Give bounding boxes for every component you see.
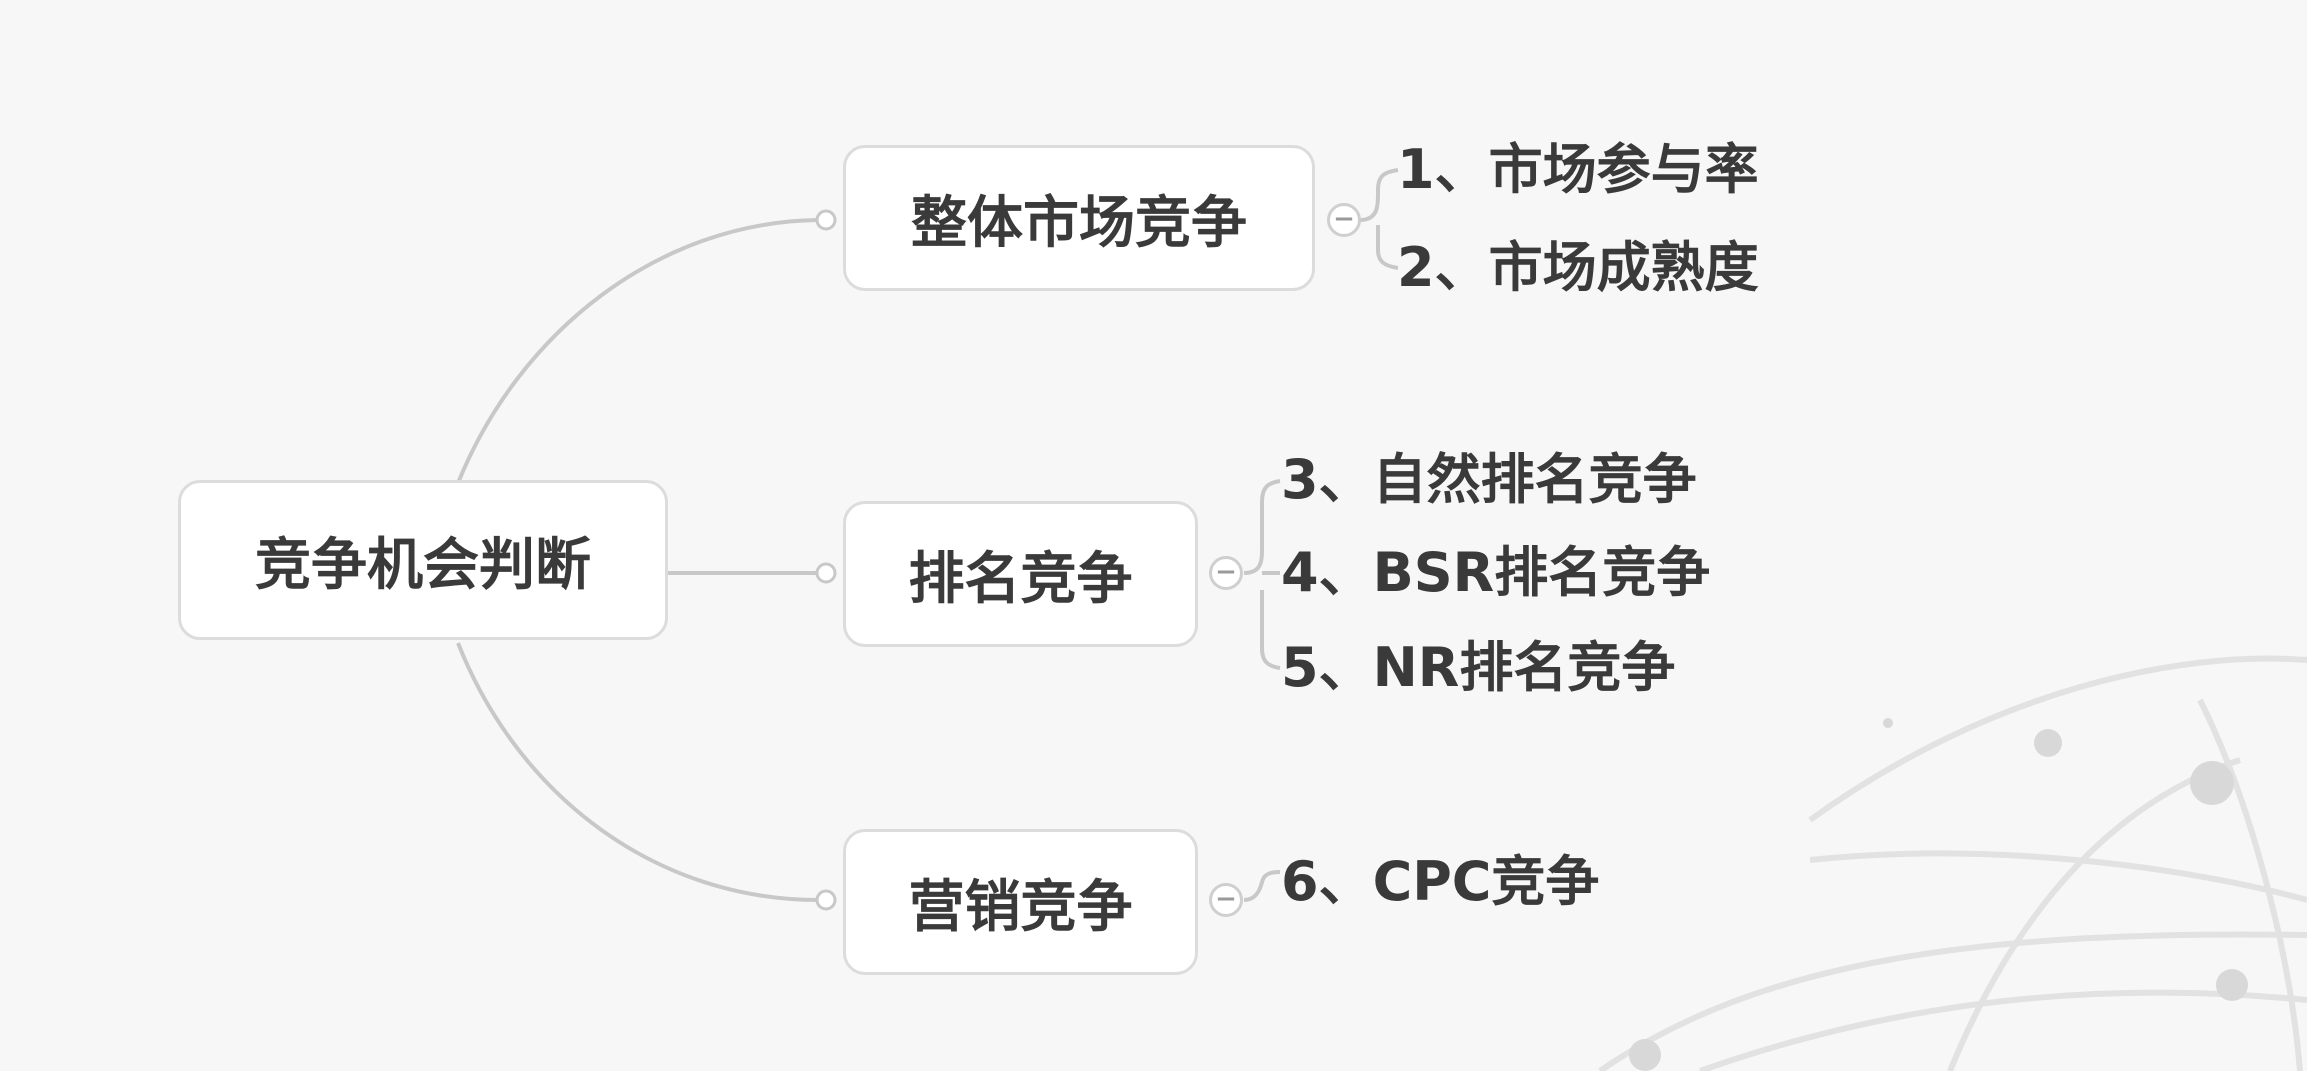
globe-decoration	[1598, 655, 2307, 1071]
collapse-toggle-1[interactable]: −	[1327, 203, 1361, 237]
collapse-toggle-2[interactable]: −	[1209, 556, 1243, 590]
leaf-item-4: 4、BSR排名竞争	[1281, 541, 1711, 604]
root-node-label: 竞争机会判断	[255, 532, 591, 598]
branch-node-2[interactable]: 排名竞争	[843, 501, 1198, 647]
leaf-item-6: 6、CPC竞争	[1281, 850, 1600, 913]
branch-node-1-label: 整体市场竞争	[911, 190, 1247, 256]
branch-node-3[interactable]: 营销竞争	[843, 829, 1198, 975]
bracket-branch-2	[1243, 479, 1281, 670]
branch-node-2-label: 排名竞争	[908, 546, 1133, 612]
bracket-branch-1	[1359, 168, 1399, 270]
leaf-item-3: 3、自然排名竞争	[1281, 448, 1697, 511]
connector-root-branch-1	[456, 218, 819, 484]
globe-nodes	[1629, 718, 2248, 1071]
branch-node-1[interactable]: 整体市场竞争	[843, 145, 1315, 291]
bracket-branch-3	[1243, 870, 1281, 902]
anchor-branch-2	[815, 562, 837, 584]
anchor-branch-3	[815, 889, 837, 911]
root-node[interactable]: 竞争机会判断	[178, 480, 668, 640]
collapse-toggle-3[interactable]: −	[1209, 883, 1243, 917]
anchor-branch-1	[815, 209, 837, 231]
connector-root-branch-3	[456, 642, 819, 902]
leaf-item-5: 5、NR排名竞争	[1281, 636, 1676, 699]
branch-node-3-label: 营销竞争	[908, 874, 1133, 940]
leaf-item-2: 2、市场成熟度	[1397, 236, 1759, 299]
leaf-item-1: 1、市场参与率	[1397, 138, 1759, 201]
